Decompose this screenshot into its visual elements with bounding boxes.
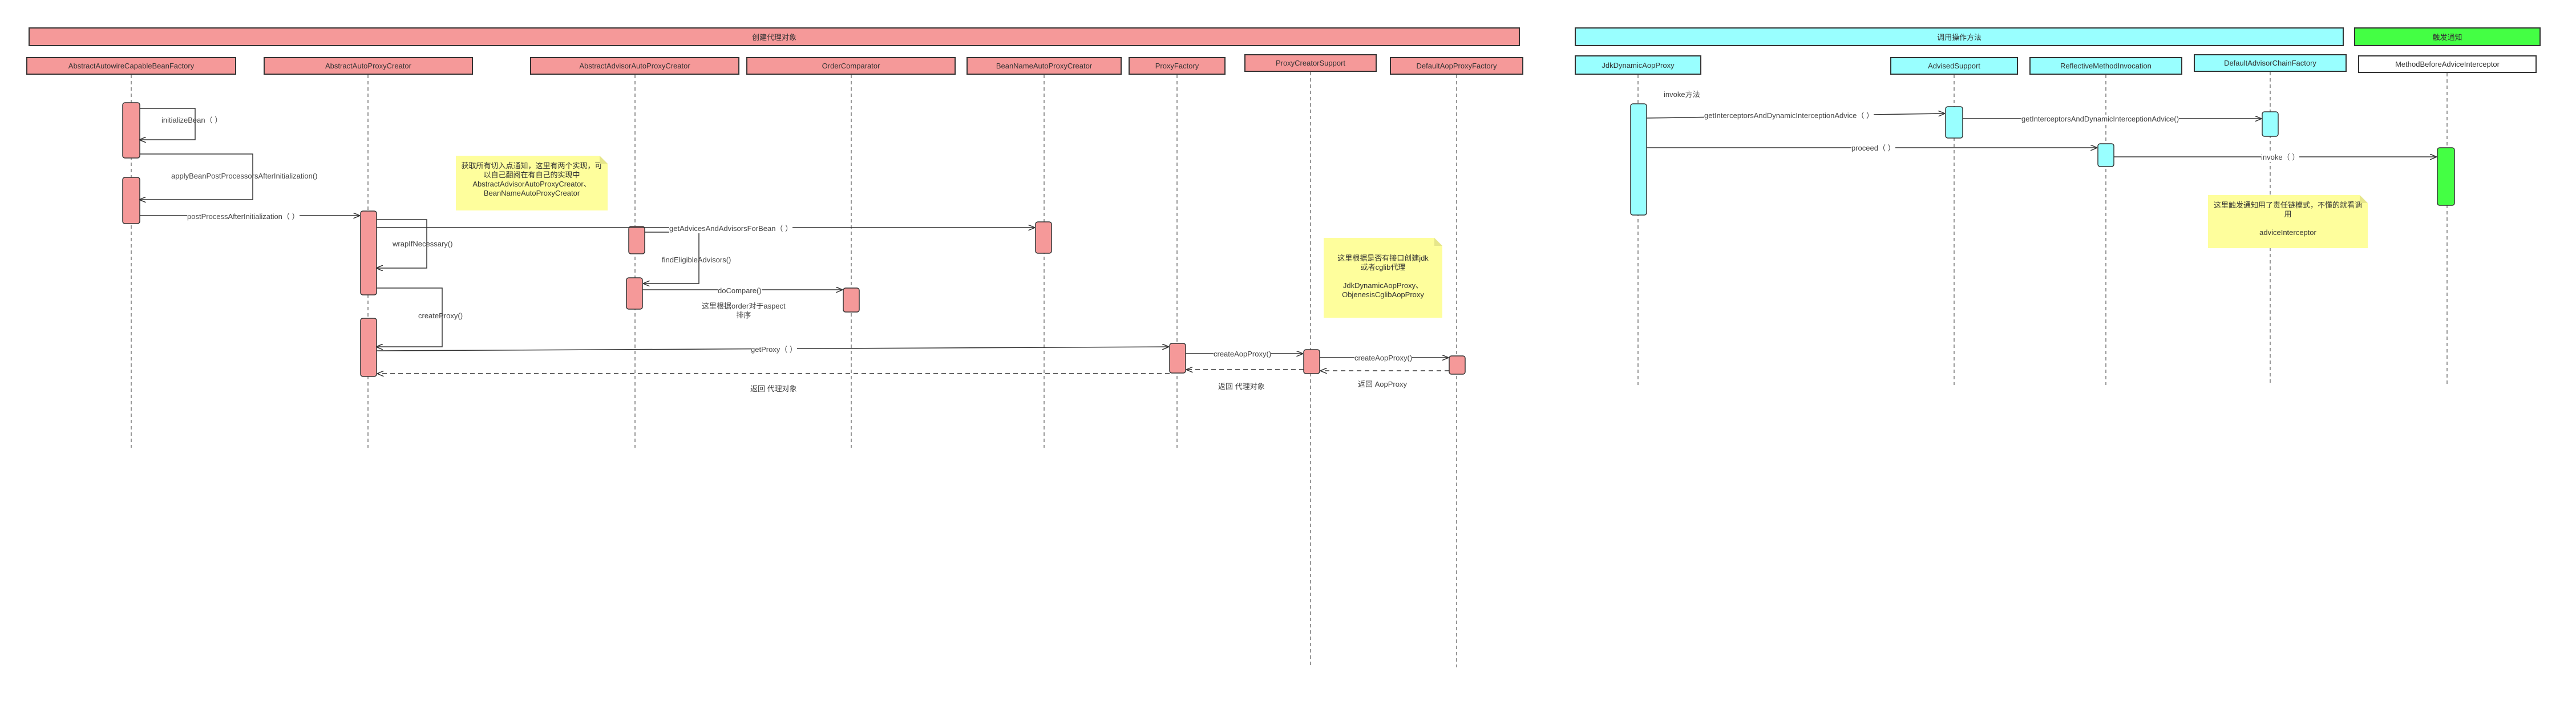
- lifeline-label: AbstractAutowireCapableBeanFactory: [68, 62, 195, 70]
- lifeline-label: ProxyCreatorSupport: [1275, 59, 1346, 67]
- activation-bars: [122, 102, 2455, 377]
- lifeline-pf[interactable]: ProxyFactory: [1129, 57, 1226, 75]
- lifeline-mbai[interactable]: MethodBeforeAdviceInterceptor: [2358, 55, 2537, 73]
- msg-get-interceptors-1: getInterceptorsAndDynamicInterceptionAdv…: [1704, 111, 1874, 120]
- frame-advice-label: 触发通知: [2432, 33, 2462, 42]
- lifeline-label: AbstractAdvisorAutoProxyCreator: [579, 62, 690, 70]
- lifeline-dapf[interactable]: DefaultAopProxyFactory: [1390, 57, 1523, 75]
- msg-initialize-bean: initializeBean（ ）: [161, 116, 223, 124]
- lifeline-label: AdvisedSupport: [1928, 62, 1980, 70]
- frame-invoke-method-label: 调用操作方法: [1936, 33, 1981, 42]
- lifeline-label: AbstractAutoProxyCreator: [325, 62, 411, 70]
- note-chain: 这里触发通知用了责任链模式，不懂的就看调 用 adviceInterceptor: [2208, 195, 2368, 248]
- frame-create-proxy: 创建代理对象: [29, 27, 1520, 46]
- lifeline-bnapc[interactable]: BeanNameAutoProxyCreator: [966, 57, 1122, 75]
- lifeline-pcs[interactable]: ProxyCreatorSupport: [1244, 54, 1377, 72]
- msg-return-proxy: 返回 代理对象: [750, 384, 797, 393]
- msg-create-proxy: createProxy(): [418, 311, 463, 320]
- msg-create-aop-proxy-1: createAopProxy(): [1214, 350, 1272, 359]
- msg-wrap-if-necessary: wrapIfNecessary(): [393, 240, 453, 248]
- msg-get-advices: getAdvicesAndAdvisorsForBean（ ）: [669, 224, 793, 233]
- lifeline-label: ReflectiveMethodInvocation: [2060, 62, 2152, 70]
- lifeline-label: DefaultAopProxyFactory: [1416, 62, 1497, 70]
- lifeline-label: DefaultAdvisorChainFactory: [2224, 59, 2316, 67]
- note-advisors: 获取所有切入点通知，这里有两个实现，可 以自己翻阅在有自己的实现中 Abstra…: [456, 156, 608, 210]
- lifeline-aacbf[interactable]: AbstractAutowireCapableBeanFactory: [26, 57, 236, 75]
- lifeline-dacf[interactable]: DefaultAdvisorChainFactory: [2194, 54, 2347, 72]
- lifeline-as[interactable]: AdvisedSupport: [1890, 57, 2018, 75]
- lifeline-oc[interactable]: OrderComparator: [746, 57, 956, 75]
- msg-invoke: invoke（ ）: [2261, 153, 2300, 162]
- label-sort: 这里根据order对于aspect 排序: [702, 302, 786, 319]
- msg-find-eligible: findEligibleAdvisors(): [662, 256, 731, 264]
- lifeline-label: JdkDynamicAopProxy: [1602, 60, 1675, 70]
- msg-apply-bean-post-processors: applyBeanPostProcessorsAfterInitializati…: [171, 172, 318, 180]
- msg-return-proxy-2: 返回 代理对象: [1218, 382, 1265, 391]
- lifeline-label: MethodBeforeAdviceInterceptor: [2395, 60, 2500, 68]
- msg-create-aop-proxy-2: createAopProxy(): [1354, 354, 1413, 363]
- msg-return-aop-proxy: 返回 AopProxy: [1358, 380, 1407, 388]
- lifeline-aapc[interactable]: AbstractAutoProxyCreator: [264, 57, 473, 75]
- lifeline-rmi[interactable]: ReflectiveMethodInvocation: [2029, 57, 2182, 75]
- msg-get-interceptors-2: getInterceptorsAndDynamicInterceptionAdv…: [2021, 115, 2179, 124]
- msg-proceed: proceed（ ）: [1851, 144, 1895, 153]
- msg-do-compare: doCompare(): [718, 286, 762, 295]
- lifeline-jdk[interactable]: JdkDynamicAopProxy: [1575, 55, 1701, 75]
- return-arrows: [378, 370, 1449, 374]
- msg-get-proxy: getProxy（ ）: [751, 345, 797, 354]
- lifeline-aaapc[interactable]: AbstractAdvisorAutoProxyCreator: [530, 57, 739, 75]
- note-proxy-type: 这里根据是否有接口创建jdk 或者cglib代理 JdkDynamicAopPr…: [1324, 238, 1442, 318]
- lifeline-label: OrderComparator: [822, 62, 880, 70]
- lifeline-label: ProxyFactory: [1155, 62, 1199, 70]
- msg-invoke-method: invoke方法: [1664, 90, 1700, 99]
- message-arrows: [140, 108, 2436, 358]
- frame-advice: 触发通知: [2354, 27, 2541, 46]
- frame-invoke-method: 调用操作方法: [1575, 27, 2344, 46]
- frame-create-proxy-label: 创建代理对象: [751, 33, 796, 42]
- lifeline-label: BeanNameAutoProxyCreator: [996, 62, 1093, 70]
- msg-post-process-after: postProcessAfterInitialization（ ）: [187, 212, 300, 221]
